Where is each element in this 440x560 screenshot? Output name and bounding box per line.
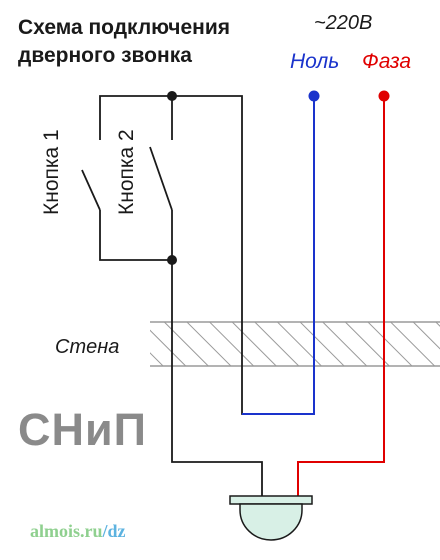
black-wires	[81, 95, 314, 496]
phase-wire	[297, 96, 385, 496]
diagram-title: Схема подключения дверного звонка	[18, 14, 230, 70]
button1-label: Кнопка 1	[40, 129, 63, 215]
button1-lever	[81, 169, 101, 211]
wall-label: Стена	[55, 336, 120, 358]
neutral-terminal	[308, 90, 320, 102]
site-link[interactable]: almois.ru/dz	[30, 521, 126, 542]
bell-feed-wire	[171, 260, 263, 496]
site-domain: almois.ru	[30, 521, 103, 541]
title-line-1: Схема подключения	[18, 16, 231, 39]
button1-lower-wire	[99, 210, 172, 261]
wall	[150, 321, 440, 367]
junction-bottom	[167, 255, 177, 265]
title-line-2: дверного звонка	[18, 44, 192, 67]
junction-top	[167, 91, 177, 101]
bell-icon	[229, 495, 313, 541]
button2-label: Кнопка 2	[115, 129, 138, 215]
phase-label: Фаза	[362, 50, 412, 73]
watermark-text: СНиП	[18, 404, 148, 455]
neutral-label: Ноль	[290, 50, 340, 73]
site-path: /dz	[102, 521, 126, 541]
button2-lever	[149, 146, 173, 211]
phase-terminal	[378, 90, 390, 102]
neutral-wire	[242, 96, 315, 415]
voltage-label: ~220В	[314, 12, 373, 34]
